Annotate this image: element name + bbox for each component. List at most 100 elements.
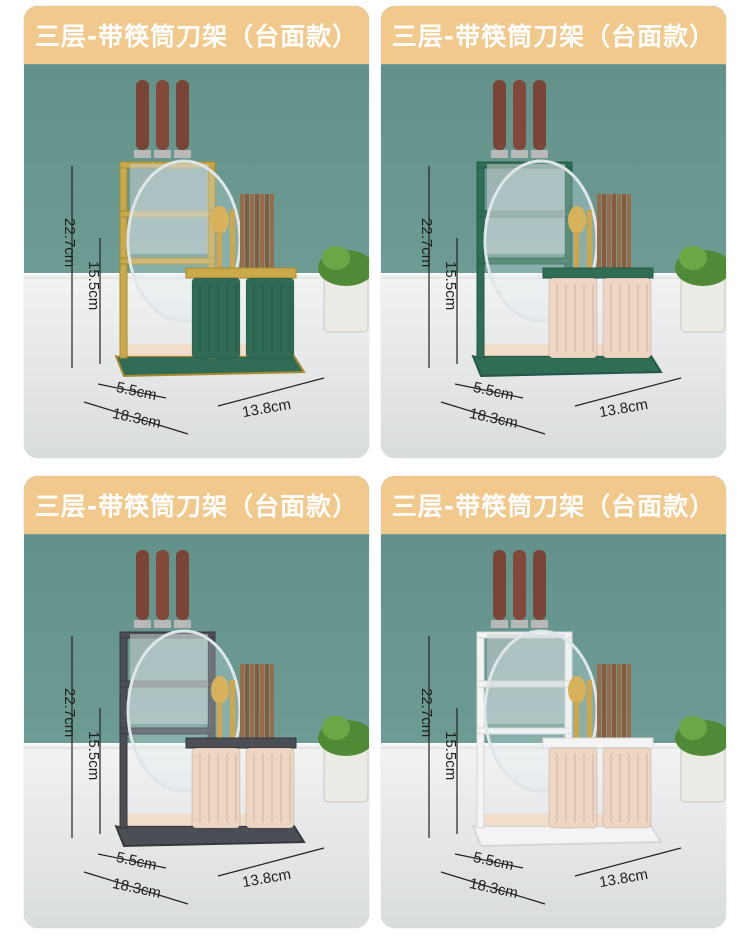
- frame-rail: [476, 257, 573, 265]
- dimension-height: 22.7cm: [61, 218, 78, 268]
- knife-bolster: [174, 150, 191, 158]
- chopstick: [607, 194, 611, 272]
- dimension-arrow-width: [217, 847, 325, 877]
- chopstick: [627, 664, 631, 742]
- frame-rail: [476, 727, 573, 735]
- utensil-cup: [548, 747, 598, 829]
- knife-handle: [493, 550, 506, 620]
- chopstick: [240, 664, 244, 742]
- variant-card-green[interactable]: 三层-带筷筒刀架（台面款） 22.7cm 15.5cm 5.5cm 18.3cm…: [381, 6, 726, 458]
- chopstick: [612, 664, 616, 742]
- knife-handle: [176, 80, 189, 150]
- knife-bolster: [491, 620, 508, 628]
- dimension-arrow-width: [217, 377, 325, 407]
- chopstick: [265, 664, 269, 742]
- dimension-arrow-length: [83, 871, 189, 905]
- variant-title-banner: 三层-带筷筒刀架（台面款）: [381, 6, 726, 64]
- knife-bolster: [154, 150, 171, 158]
- knife-bolster: [531, 150, 548, 158]
- chopstick: [260, 664, 264, 742]
- knife-blades: [487, 164, 565, 254]
- cup-rim: [185, 267, 297, 279]
- gold-spoon-handle: [217, 702, 222, 738]
- knife-handle: [156, 550, 169, 620]
- knife-handle: [533, 80, 546, 150]
- chopstick: [627, 194, 631, 272]
- knife-bolster: [511, 620, 528, 628]
- chopstick: [255, 194, 259, 272]
- knife-rack-illustration: [71, 80, 369, 435]
- gold-spoon-handle: [574, 232, 579, 268]
- dimension-arrow-length: [440, 401, 546, 435]
- frame-rail: [119, 257, 216, 265]
- dimension-height: 22.7cm: [418, 218, 435, 268]
- dimension-arrow-width: [574, 847, 682, 877]
- knife-bolster: [134, 150, 151, 158]
- knife-handle: [513, 550, 526, 620]
- variant-card-gray[interactable]: 三层-带筷筒刀架（台面款） 22.7cm 15.5cm 5.5cm 18.3cm…: [24, 476, 369, 928]
- plant-leaves: [322, 246, 350, 270]
- gold-fork: [587, 680, 592, 738]
- cup-rim: [542, 737, 654, 749]
- chopstick: [602, 194, 606, 272]
- knife-handle: [513, 80, 526, 150]
- rack-base: [471, 355, 663, 378]
- chopstick: [250, 194, 254, 272]
- chopstick: [612, 194, 616, 272]
- chopstick: [622, 194, 626, 272]
- dimension-arrow-depth: [97, 383, 167, 399]
- dimension-inner-height: 15.5cm: [85, 731, 102, 781]
- chopstick: [270, 194, 274, 272]
- knife-bolster: [491, 150, 508, 158]
- gold-fork: [587, 210, 592, 268]
- dimension-inner-height: 15.5cm: [85, 261, 102, 311]
- dimension-arrow-width: [574, 377, 682, 407]
- utensil-cup: [191, 277, 241, 359]
- rack-base: [114, 825, 306, 848]
- chopstick: [270, 664, 274, 742]
- chopstick: [265, 194, 269, 272]
- utensil-cup: [602, 277, 652, 359]
- variant-card-white[interactable]: 三层-带筷筒刀架（台面款） 22.7cm 15.5cm 5.5cm 18.3cm…: [381, 476, 726, 928]
- chopstick: [602, 664, 606, 742]
- gold-spoon-handle: [217, 232, 222, 268]
- utensil-cup: [602, 747, 652, 829]
- utensil-cup: [245, 277, 295, 359]
- chopstick: [240, 194, 244, 272]
- knife-bolster: [174, 620, 191, 628]
- frame-rail: [119, 727, 216, 735]
- utensil-cup: [245, 747, 295, 829]
- gold-spoon: [211, 206, 229, 234]
- gold-spoon: [211, 676, 229, 704]
- knife-rack-illustration: [428, 550, 726, 905]
- gold-spoon: [568, 676, 586, 704]
- plant-leaves: [679, 246, 707, 270]
- plant-leaves: [322, 716, 350, 740]
- dimension-height: 22.7cm: [418, 688, 435, 738]
- chopstick: [250, 664, 254, 742]
- variant-title-banner: 三层-带筷筒刀架（台面款）: [381, 476, 726, 534]
- variant-title: 三层-带筷筒刀架（台面款）: [391, 492, 716, 521]
- chopstick: [597, 664, 601, 742]
- knife-bolster: [154, 620, 171, 628]
- variant-card-gold[interactable]: 三层-带筷筒刀架（台面款） 22.7cm 15.5cm 5.5cm 18.3cm…: [24, 6, 369, 458]
- knife-handle: [533, 550, 546, 620]
- dimension-inner-height: 15.5cm: [442, 731, 459, 781]
- variant-title-banner: 三层-带筷筒刀架（台面款）: [24, 6, 369, 64]
- gold-fork: [230, 210, 235, 268]
- knife-handle: [176, 550, 189, 620]
- knife-blades: [130, 164, 208, 254]
- utensil-cup: [548, 277, 598, 359]
- dimension-inner-height: 15.5cm: [442, 261, 459, 311]
- chopstick: [617, 194, 621, 272]
- dimension-arrow-depth: [454, 853, 524, 869]
- knife-handle: [493, 80, 506, 150]
- utensil-cup: [191, 747, 241, 829]
- variant-title-banner: 三层-带筷筒刀架（台面款）: [24, 476, 369, 534]
- knife-handle: [156, 80, 169, 150]
- knife-bolster: [134, 620, 151, 628]
- knife-rack-illustration: [428, 80, 726, 435]
- cup-rim: [185, 737, 297, 749]
- rack-base: [471, 825, 663, 848]
